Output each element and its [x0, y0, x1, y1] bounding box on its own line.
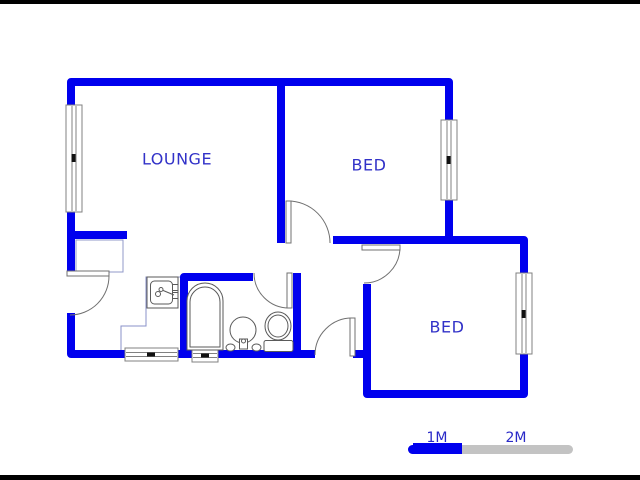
bed2-right-window: [515, 272, 533, 355]
window-latch-icon: [446, 156, 451, 164]
door-swing-arc: [363, 246, 401, 284]
front-door: [66, 270, 110, 316]
door-leaf: [361, 244, 401, 251]
window-latch-icon: [201, 353, 209, 358]
bathroom-bottom-window: [191, 348, 219, 363]
window-latch-icon: [147, 352, 155, 357]
windows-group: [65, 104, 533, 363]
bed2-door: [361, 244, 401, 284]
top-letterbox-bar: [0, 0, 640, 4]
washbasin-icon: [225, 316, 262, 352]
scale-bar-blue-segment-end: [452, 445, 462, 454]
scale-bar-underline: [413, 443, 462, 445]
scale-2m-label: 2M: [505, 430, 527, 446]
door-leaf: [66, 270, 110, 277]
lounge-left-window: [65, 104, 83, 213]
back-door: [314, 317, 356, 357]
doors-group: [66, 200, 401, 357]
wall-exterior-lower-left: [67, 313, 315, 358]
door-swing-arc: [253, 272, 290, 309]
bottom-letterbox-bar: [0, 475, 640, 480]
cupboard: [75, 239, 124, 273]
bed1-door: [285, 200, 331, 244]
door-swing-arc: [287, 200, 331, 244]
toilet-icon: [263, 311, 294, 352]
door-leaf: [285, 200, 292, 244]
fixtures-group: [75, 239, 294, 352]
bed1-label: BED: [351, 155, 387, 175]
wall-bathroom-left-top: [180, 273, 253, 354]
window-latch-icon: [71, 154, 76, 162]
bathtub-icon: [186, 282, 224, 351]
door-leaf: [286, 272, 293, 309]
bed2-label: BED: [429, 317, 465, 337]
door-leaf: [349, 317, 356, 357]
door-swing-arc: [69, 275, 110, 316]
wall-bed2-block: [333, 236, 528, 398]
scale-bar: [408, 443, 573, 454]
lounge-label: LOUNGE: [141, 149, 213, 169]
scale-bar-blue-segment: [408, 445, 462, 454]
window-latch-icon: [521, 310, 526, 318]
bed1-right-window: [440, 119, 458, 201]
door-swing-arc: [314, 317, 353, 356]
kitchen-sink-icon: [146, 276, 179, 309]
bathroom-door: [253, 272, 293, 309]
scale-1m-label: 1M: [426, 430, 448, 446]
kitchen-bottom-window: [124, 347, 179, 362]
